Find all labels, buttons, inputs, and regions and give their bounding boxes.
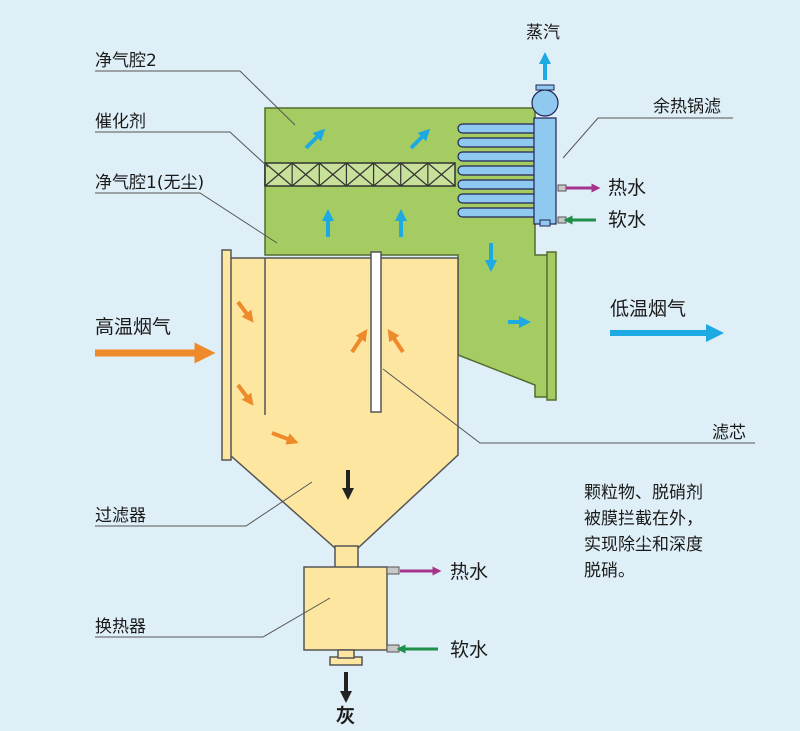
flow-arrow xyxy=(271,431,299,445)
boiler-tube xyxy=(457,179,539,190)
catalyst-hatch-line xyxy=(373,162,402,187)
catalyst-hatch-line xyxy=(318,162,347,187)
orange-flow-arrows xyxy=(95,300,405,445)
waste-heat-boiler xyxy=(457,84,567,227)
label-clean-chamber-1: 净气腔1(无尘) xyxy=(95,173,204,193)
catalyst-hatch-line xyxy=(264,162,293,187)
black-arrows xyxy=(340,470,354,703)
label-soft-water-bottom: 软水 xyxy=(450,639,488,661)
vessel-neck xyxy=(334,545,359,569)
label-low-temp-flue-gas: 低温烟气 xyxy=(610,298,686,320)
flow-arrow xyxy=(236,383,254,406)
catalyst-hatch-line xyxy=(427,162,456,187)
note-line: 实现除尘和深度 xyxy=(584,535,703,555)
filter-core-tube xyxy=(370,251,382,413)
boiler-tube xyxy=(457,123,539,134)
inlet-flange xyxy=(221,249,232,461)
boiler-tube xyxy=(457,137,539,148)
label-ash: 灰 xyxy=(336,704,355,727)
hx-hot-water-port xyxy=(386,566,400,575)
flow-arrow xyxy=(236,300,254,323)
hx-soft-water-port xyxy=(386,644,400,653)
label-high-temp-flue-gas: 高温烟气 xyxy=(95,316,171,338)
heat-exchanger-bottom-neck xyxy=(337,649,355,659)
label-heat-exchanger: 换热器 xyxy=(95,617,146,637)
label-hot-water-bottom: 热水 xyxy=(450,561,488,583)
label-steam: 蒸汽 xyxy=(526,23,560,43)
filter-vessel xyxy=(229,257,459,549)
note-line: 被膜拦截在外， xyxy=(584,509,703,529)
catalyst-hatch-line xyxy=(291,162,320,187)
note-line: 颗粒物、脱硝剂 xyxy=(584,483,703,503)
outlet-flange xyxy=(546,251,557,401)
label-filter-core: 滤芯 xyxy=(712,423,746,443)
water-arrows xyxy=(396,183,601,654)
boiler-tube xyxy=(457,165,539,176)
label-catalyst: 催化剂 xyxy=(95,112,146,132)
catalyst-hatch-line xyxy=(346,162,374,187)
label-clean-chamber-2: 净气腔2 xyxy=(95,51,157,71)
label-hot-water-top: 热水 xyxy=(608,177,646,199)
catalyst-layer xyxy=(264,162,456,187)
boiler-tube xyxy=(457,207,539,218)
heat-exchanger-body xyxy=(303,566,388,651)
flow-arrow xyxy=(387,329,405,354)
label-waste-heat-boiler: 余热锅滤 xyxy=(653,97,721,117)
explanatory-note: 颗粒物、脱硝剂 被膜拦截在外， 实现除尘和深度 脱硝。 xyxy=(584,483,703,581)
flow-arrow xyxy=(350,329,368,354)
leader-lines xyxy=(95,70,755,638)
label-filter-unit: 过滤器 xyxy=(95,506,146,526)
flow-arrow xyxy=(409,128,431,150)
flow-arrow xyxy=(304,128,326,150)
boiler-tube xyxy=(457,193,539,204)
catalyst-hatch-line xyxy=(400,162,429,187)
boiler-tube xyxy=(457,151,539,162)
note-line: 脱硝。 xyxy=(584,561,635,581)
blue-flow-arrows xyxy=(304,52,724,342)
label-soft-water-top: 软水 xyxy=(608,209,646,231)
